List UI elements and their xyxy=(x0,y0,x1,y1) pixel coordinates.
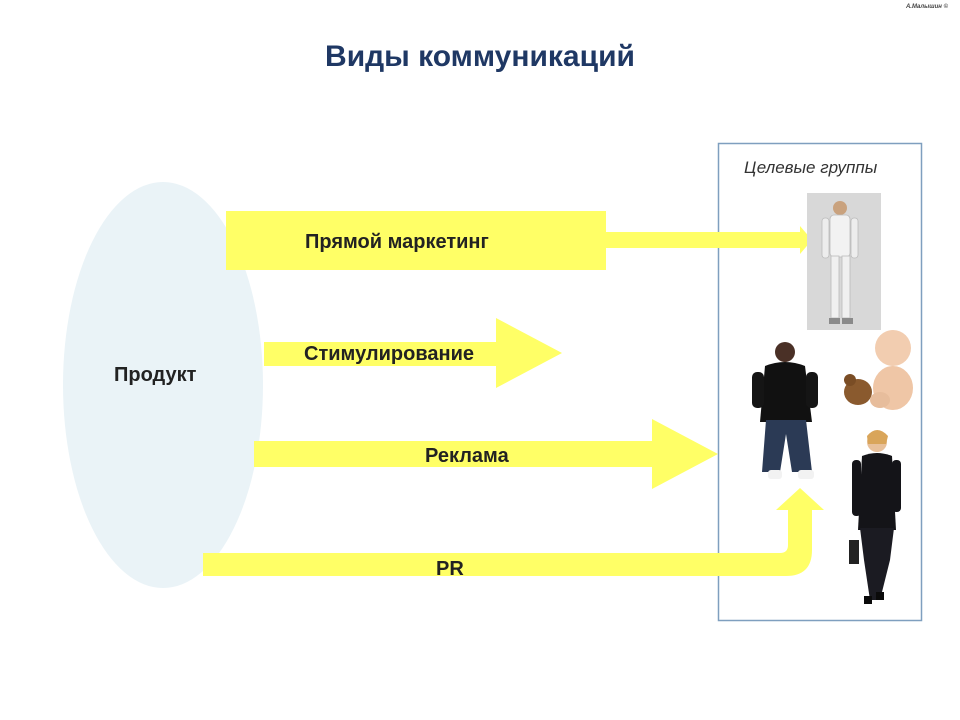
advertising-arrow xyxy=(254,419,718,489)
product-label: Продукт xyxy=(114,364,197,386)
promotion-arrow xyxy=(264,318,562,388)
promotion-label: Стимулирование xyxy=(304,343,475,365)
pr-label: PR xyxy=(436,558,464,580)
product-ellipse xyxy=(63,182,263,588)
baby-with-teddy-image xyxy=(844,330,913,410)
direct-marketing-label: Прямой маркетинг xyxy=(305,231,489,253)
man-in-white-suit-image xyxy=(807,193,881,330)
advertising-label: Реклама xyxy=(425,445,509,467)
direct-marketing-arrow xyxy=(226,211,812,270)
man-in-black-clothes-image xyxy=(752,342,818,479)
target-groups-frame xyxy=(717,142,923,622)
target-groups-label: Целевые группы xyxy=(744,158,878,177)
copyright-text: А.Малышин © xyxy=(905,4,948,10)
pr-arrow xyxy=(203,488,824,576)
slide-title: Виды коммуникаций xyxy=(325,40,635,73)
businesswoman-image xyxy=(849,430,901,604)
